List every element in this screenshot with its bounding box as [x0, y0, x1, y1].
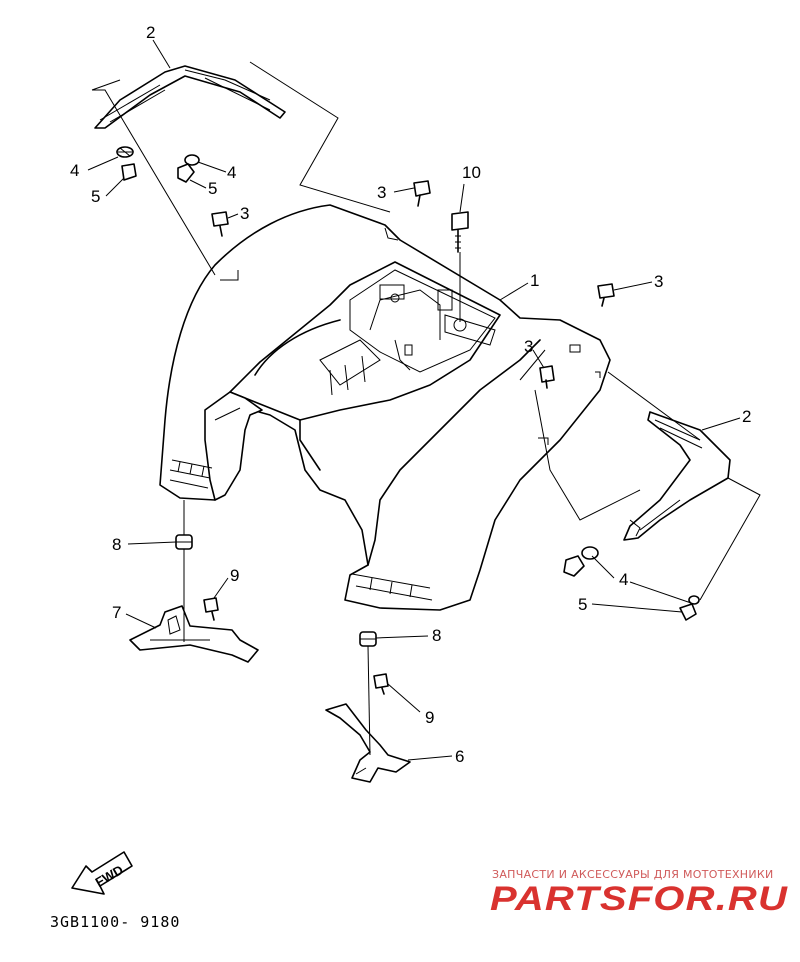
callout-8-left: 8	[112, 535, 121, 554]
assembly-leaders	[91, 61, 761, 601]
callout-2-right: 2	[742, 407, 751, 426]
callout-leaders	[87, 39, 741, 761]
watermark-tagline: ЗАПЧАСТИ И АКСЕССУАРЫ ДЛЯ МОТОТЕХНИКИ	[492, 868, 774, 881]
fasteners	[116, 146, 700, 695]
callout-5-left-b: 5	[208, 179, 217, 198]
callout-4-left-b: 4	[227, 163, 236, 182]
callout-10: 10	[462, 163, 481, 182]
side-cover-left	[94, 65, 286, 129]
side-cover-right	[623, 411, 731, 541]
callout-2-left: 2	[146, 23, 155, 42]
bracket-7	[129, 605, 259, 663]
rear-fender-assembly	[159, 204, 611, 611]
watermark-logo: PARTSFOR.RU	[490, 880, 789, 918]
forward-direction-arrow: FWD	[71, 851, 133, 895]
callout-8-right: 8	[432, 626, 441, 645]
guide-lines	[183, 252, 461, 756]
callout-3-mid: 3	[240, 204, 249, 223]
callout-5-left-a: 5	[91, 187, 100, 206]
callout-3-top: 3	[377, 183, 386, 202]
callout-6: 6	[455, 747, 464, 766]
callout-1: 1	[530, 271, 539, 290]
callout-4-left-a: 4	[70, 161, 79, 180]
callout-3-inner: 3	[524, 337, 533, 356]
callout-labels: 2 4 5 4 5 3 3 10 1 3 3 2 4 5 8 9 7 8 9 6	[70, 23, 751, 766]
callout-4-right: 4	[619, 570, 628, 589]
bracket-6	[325, 703, 411, 783]
callout-7: 7	[112, 603, 121, 622]
callout-5-right: 5	[578, 595, 587, 614]
watermark: ЗАПЧАСТИ И АКСЕССУАРЫ ДЛЯ МОТОТЕХНИКИ PA…	[490, 868, 789, 918]
callout-3-right: 3	[654, 272, 663, 291]
drawing-code: 3GB1100- 9180	[50, 913, 180, 931]
callout-9-right: 9	[425, 708, 434, 727]
callout-9-left: 9	[230, 566, 239, 585]
